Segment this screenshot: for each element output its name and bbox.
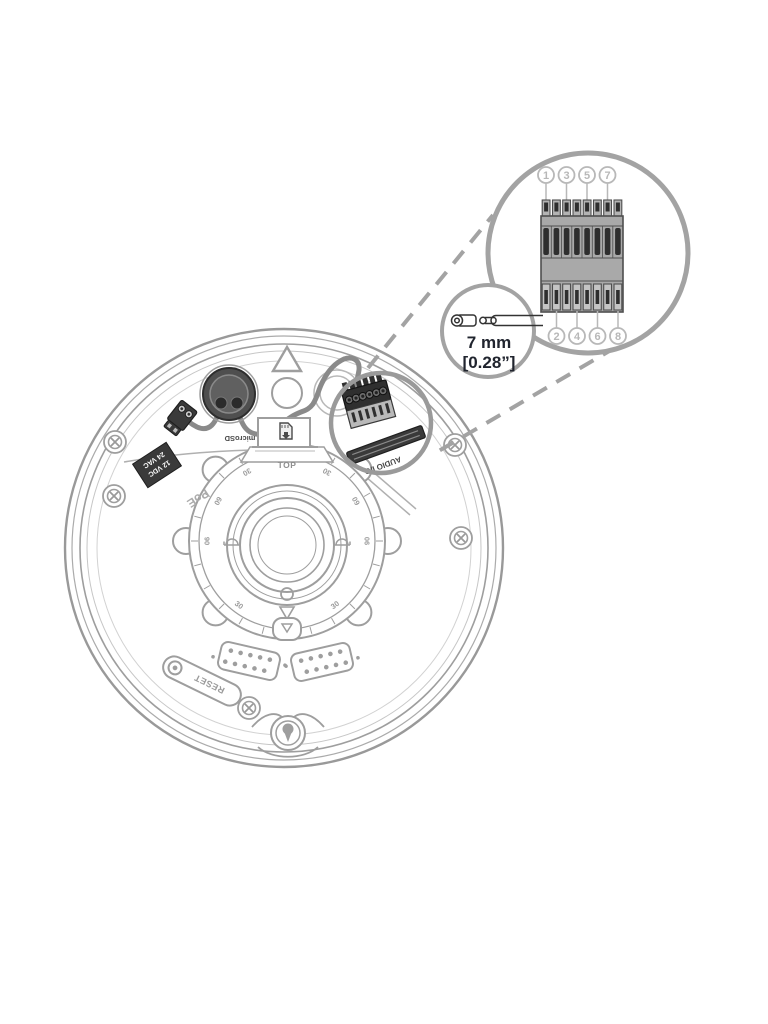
terminal-number-5: 5 [578, 166, 596, 184]
contact-pad-left [211, 641, 287, 681]
svg-text:7: 7 [604, 170, 610, 182]
svg-text:4: 4 [574, 331, 581, 343]
sd-card-slot [252, 417, 318, 452]
stripped-wire-icon [479, 314, 543, 327]
svg-text:2: 2 [553, 331, 559, 343]
screw-icon [237, 696, 261, 720]
svg-text:8: 8 [615, 331, 621, 343]
svg-text:3: 3 [563, 170, 569, 182]
tilt-ring: 30 30 60 60 90 90 30 30 [172, 442, 402, 641]
power-connector-2pin [163, 400, 198, 437]
triangle-marker-icon [270, 344, 304, 373]
tilt-scale-label: 60 [212, 495, 224, 507]
terminal-block [540, 199, 624, 313]
microsd-label: microSD [224, 434, 255, 443]
terminal-numbers-top [545, 183, 609, 200]
terminal-number-1: 1 [537, 166, 555, 184]
svg-text:5: 5 [584, 170, 590, 182]
sd-card-icon [279, 422, 293, 440]
gland-hole-empty [271, 377, 303, 409]
tilt-scale-label: 30 [321, 466, 333, 478]
screw-icon [102, 484, 126, 508]
terminal-number-6: 6 [588, 327, 607, 345]
screw-icon [103, 430, 127, 454]
tilt-scale-label: 60 [350, 495, 362, 507]
camera-base: 30 30 60 60 90 90 30 30 [63, 327, 505, 769]
bottom-cable-entry [251, 713, 325, 758]
contact-pad-right [284, 642, 360, 682]
ferrule-icon [450, 314, 477, 327]
strip-length-detail: 7 mm [0.28”] [440, 283, 543, 379]
strip-length-imperial: [0.28”] [463, 353, 516, 372]
top-orientation-label: TOP [278, 460, 297, 470]
reset-button [167, 660, 183, 676]
power-label-plate: 12 VDC 24 VAC [131, 441, 183, 489]
screw-icon [449, 526, 473, 550]
reset-button-plate: RESET [162, 655, 242, 707]
terminal-numbers-bottom [555, 311, 619, 328]
strip-length-metric: 7 mm [467, 333, 511, 352]
io-connector [341, 372, 397, 430]
terminal-number-7: 7 [598, 166, 617, 184]
highlight-circle [328, 370, 434, 476]
tilt-scale-label: 90 [203, 537, 212, 545]
cable-gland [199, 364, 259, 424]
terminal-number-8: 8 [609, 327, 627, 345]
terminal-detail-view: 1 3 5 7 [485, 150, 691, 356]
terminal-number-4: 4 [568, 327, 586, 345]
svg-text:1: 1 [543, 170, 549, 182]
tilt-scale-label: 30 [241, 466, 253, 478]
tilt-scale-label: 90 [363, 537, 372, 545]
terminal-number-3: 3 [557, 166, 576, 184]
ring-bottom-marks [272, 587, 302, 641]
svg-text:6: 6 [594, 331, 600, 343]
terminal-number-2: 2 [547, 327, 566, 345]
